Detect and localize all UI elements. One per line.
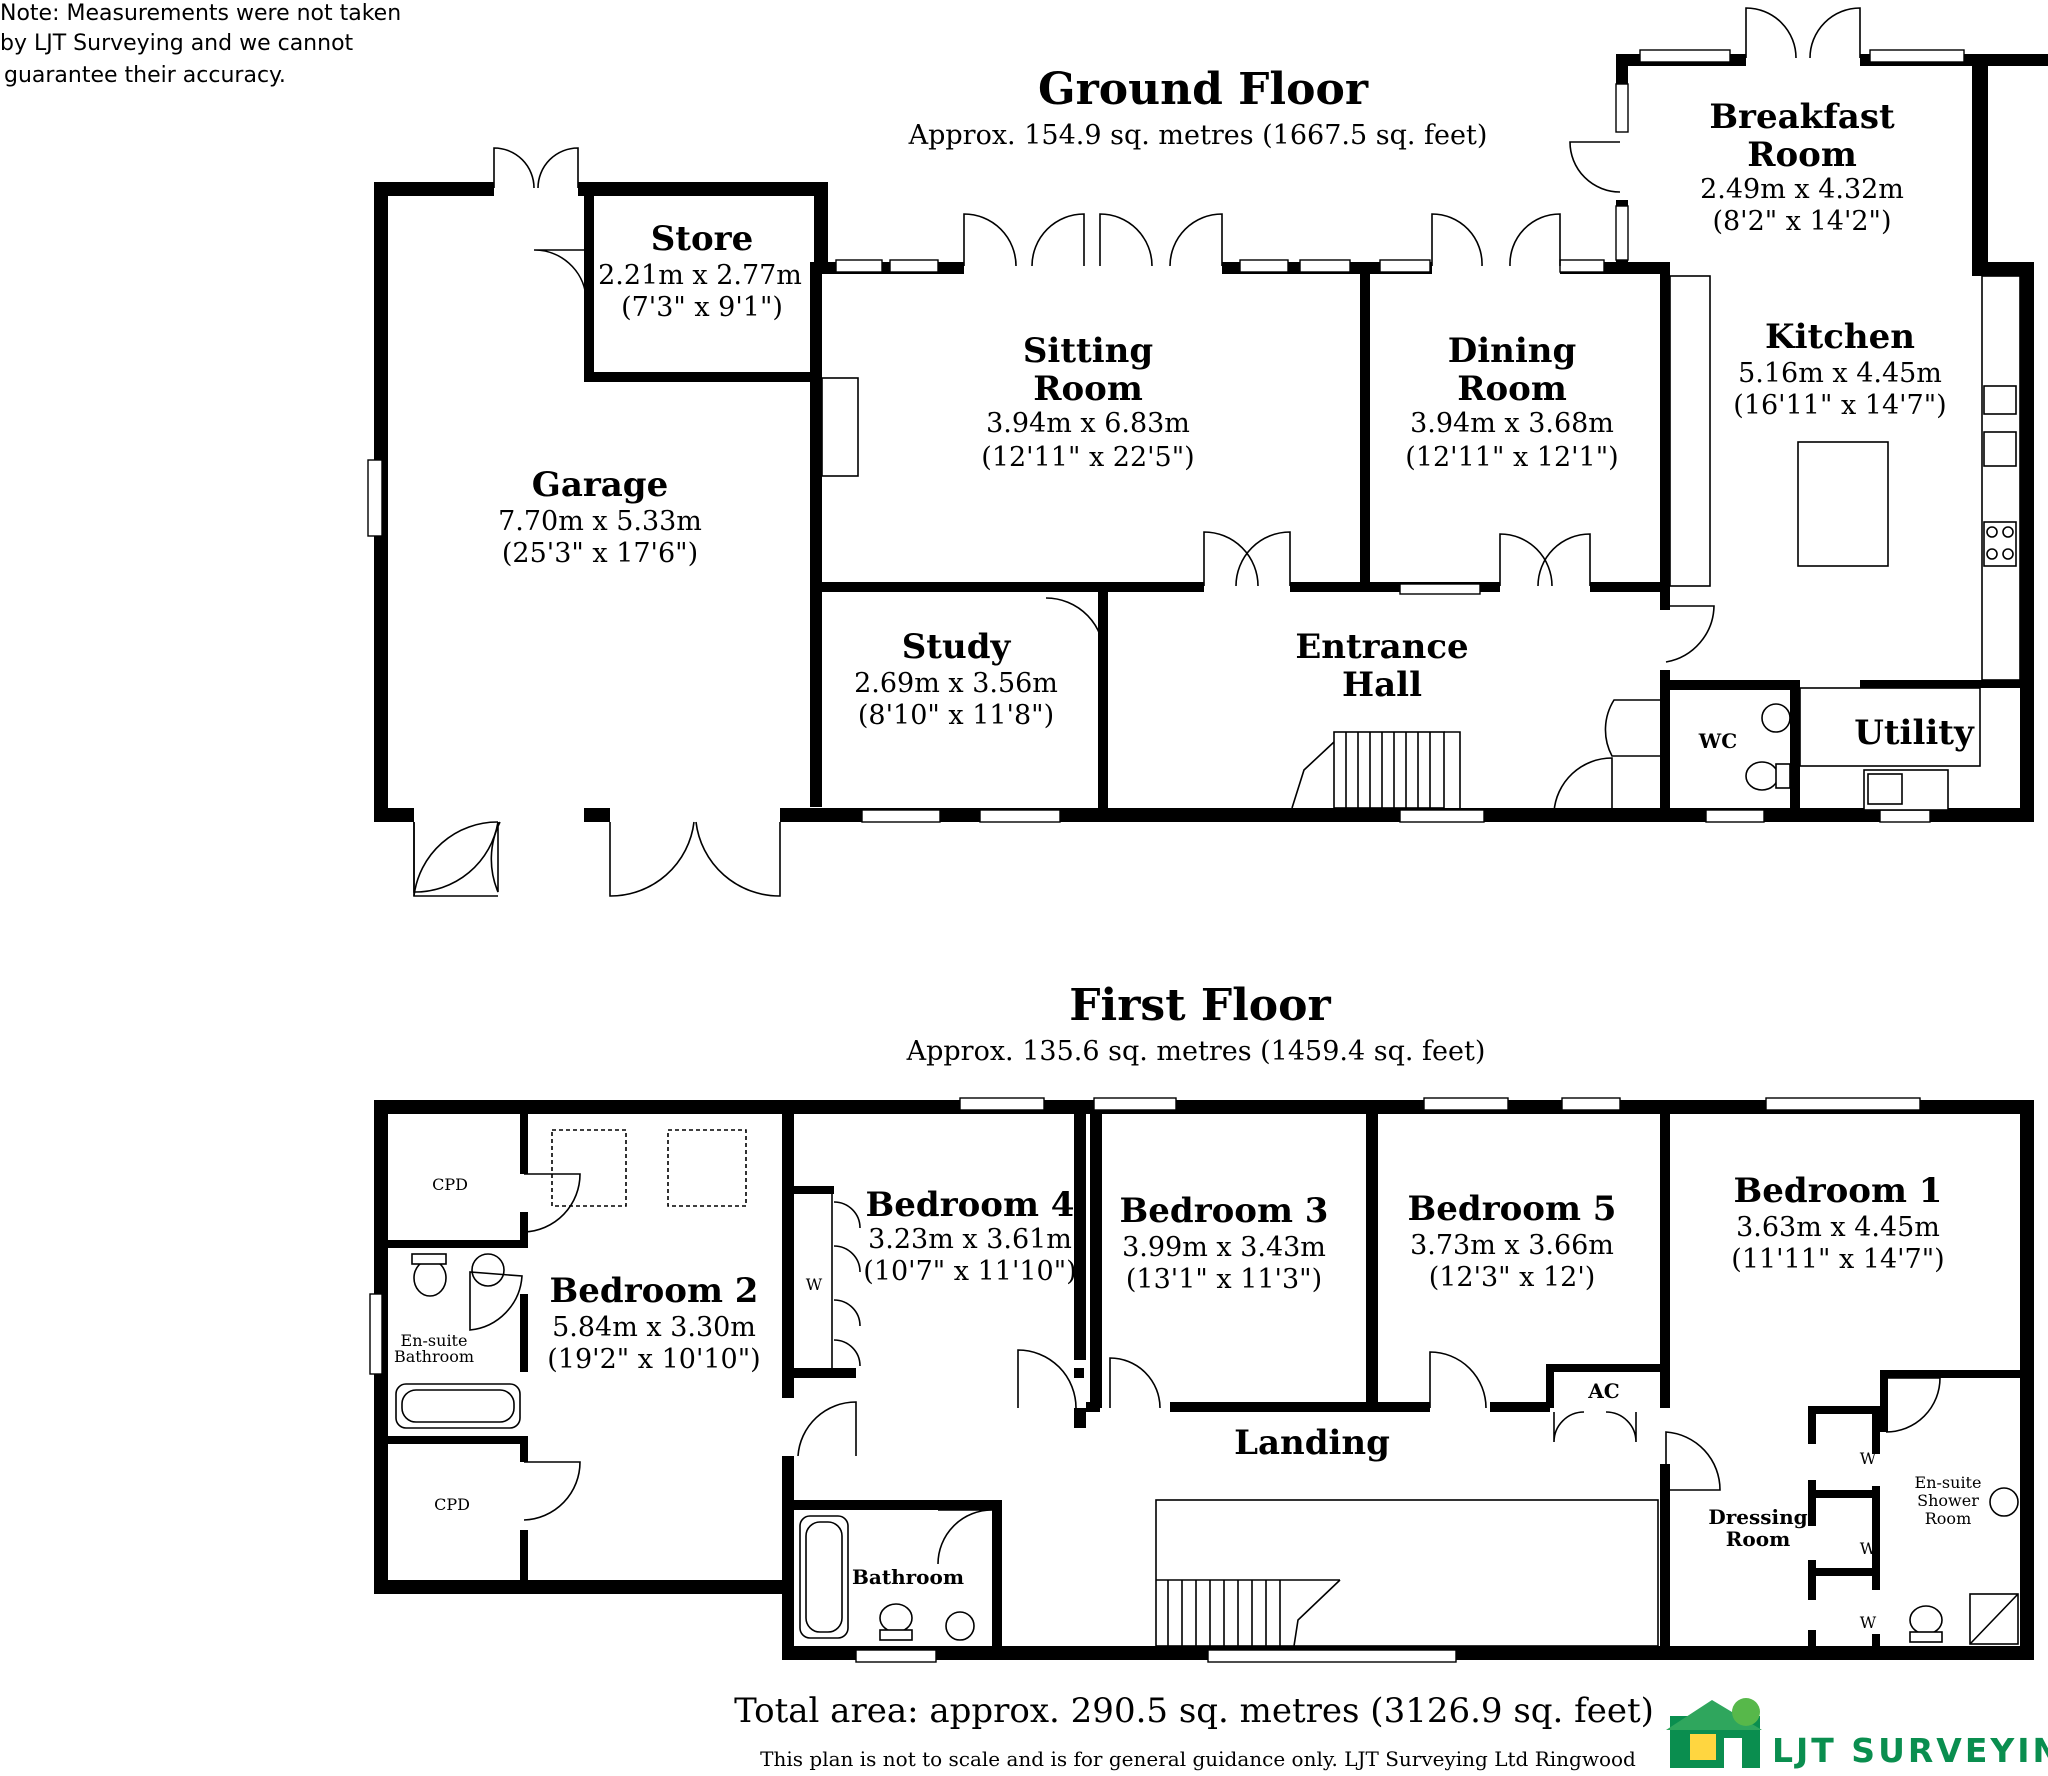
study-imperial: (8'10" x 11'8") xyxy=(858,700,1054,731)
breakfast-metric: 2.49m x 4.32m xyxy=(1700,174,1904,205)
room-bedroom-4: Bedroom 4 3.23m x 3.61m (10'7" x 11'10") xyxy=(863,1185,1076,1287)
landing-label: Landing xyxy=(1234,1423,1390,1463)
ensuite-bath-label-2: Bathroom xyxy=(394,1347,474,1366)
first-floor-area: Approx. 135.6 sq. metres (1459.4 sq. fee… xyxy=(906,1036,1486,1067)
dressing-label-2: Room xyxy=(1726,1527,1790,1551)
cpd-bottom-label: CPD xyxy=(434,1495,470,1514)
bed3-name: Bedroom 3 xyxy=(1120,1191,1329,1231)
ground-floor-fixtures xyxy=(821,275,2021,811)
sitting-imperial: (12'11" x 22'5") xyxy=(981,442,1194,473)
study-metric: 2.69m x 3.56m xyxy=(854,668,1058,699)
room-entrance-hall: Entrance Hall xyxy=(1295,627,1468,705)
garage-metric: 7.70m x 5.33m xyxy=(498,506,702,537)
store-metric: 2.21m x 2.77m xyxy=(598,260,802,291)
room-bedroom-3: Bedroom 3 3.99m x 3.43m (13'1" x 11'3") xyxy=(1120,1191,1329,1295)
breakfast-imperial: (8'2" x 14'2") xyxy=(1712,206,1891,237)
note-line-3: guarantee their accuracy. xyxy=(4,63,286,88)
bathroom-label: Bathroom xyxy=(852,1565,964,1589)
room-study: Study 2.69m x 3.56m (8'10" x 11'8") xyxy=(854,627,1058,731)
house-logo-icon xyxy=(1666,1698,1762,1768)
bed5-name: Bedroom 5 xyxy=(1408,1189,1617,1229)
breakfast-name-1: Breakfast xyxy=(1709,97,1895,137)
first-floor-fixtures xyxy=(395,1129,2019,1647)
bed4-imperial: (10'7" x 11'10") xyxy=(863,1256,1076,1287)
hall-name-1: Entrance xyxy=(1295,627,1468,667)
ensuite-shower-label-3: Room xyxy=(1925,1509,1971,1528)
kitchen-imperial: (16'11" x 14'7") xyxy=(1733,390,1946,421)
bed1-imperial: (11'11" x 14'7") xyxy=(1731,1244,1944,1275)
study-name: Study xyxy=(902,627,1012,667)
bed1-metric: 3.63m x 4.45m xyxy=(1736,1212,1940,1243)
sitting-name-1: Sitting xyxy=(1023,331,1153,371)
wardrobe-label-3: W xyxy=(1860,1613,1877,1632)
bed5-metric: 3.73m x 3.66m xyxy=(1410,1230,1614,1261)
room-garage: Garage 7.70m x 5.33m (25'3" x 17'6") xyxy=(498,465,702,569)
garage-name: Garage xyxy=(532,465,668,505)
utility-label: Utility xyxy=(1854,713,1975,753)
ground-floor-area: Approx. 154.9 sq. metres (1667.5 sq. fee… xyxy=(908,120,1488,151)
dressing-label-1: Dressing xyxy=(1708,1505,1807,1529)
ensuite-shower-label-1: En-suite xyxy=(1915,1473,1982,1492)
ground-floor-doors xyxy=(413,7,1861,897)
bed3-metric: 3.99m x 3.43m xyxy=(1122,1232,1326,1263)
bed4-name: Bedroom 4 xyxy=(866,1185,1075,1225)
disclaimer: This plan is not to scale and is for gen… xyxy=(760,1747,1636,1771)
kitchen-name: Kitchen xyxy=(1765,317,1915,357)
bed2-name: Bedroom 2 xyxy=(550,1271,759,1311)
bed4-metric: 3.23m x 3.61m xyxy=(868,1224,1072,1255)
bed5-imperial: (12'3" x 12') xyxy=(1429,1262,1596,1293)
dining-imperial: (12'11" x 12'1") xyxy=(1405,442,1618,473)
bed1-name: Bedroom 1 xyxy=(1734,1171,1943,1211)
bed3-imperial: (13'1" x 11'3") xyxy=(1126,1264,1322,1295)
hall-name-2: Hall xyxy=(1342,665,1422,705)
note-line-1: Note: Measurements were not taken xyxy=(0,1,401,26)
first-floor-windows xyxy=(369,1097,1921,1663)
room-store: Store 2.21m x 2.77m (7'3" x 9'1") xyxy=(598,219,802,323)
bed2-metric: 5.84m x 3.30m xyxy=(552,1312,756,1343)
note-line-2: by LJT Surveying and we cannot xyxy=(0,31,354,56)
first-floor-title: First Floor xyxy=(1069,980,1331,1031)
ensuite-bath-label-1: En-suite xyxy=(401,1331,468,1350)
room-bedroom-2: Bedroom 2 5.84m x 3.30m (19'2" x 10'10") xyxy=(547,1271,760,1375)
ac-label: AC xyxy=(1587,1379,1619,1403)
sitting-metric: 3.94m x 6.83m xyxy=(986,408,1190,439)
dining-name-1: Dining xyxy=(1448,331,1577,371)
room-bedroom-5: Bedroom 5 3.73m x 3.66m (12'3" x 12') xyxy=(1408,1189,1617,1293)
total-area: Total area: approx. 290.5 sq. metres (31… xyxy=(734,1691,1654,1731)
first-floor-doors xyxy=(469,1173,1941,1565)
logo-text: LJT SURVEYING xyxy=(1772,1731,2048,1770)
ground-floor-windows xyxy=(367,49,1965,823)
dining-metric: 3.94m x 3.68m xyxy=(1410,408,1614,439)
dining-name-2: Room xyxy=(1457,369,1567,409)
store-imperial: (7'3" x 9'1") xyxy=(621,292,783,323)
ground-floor-title: Ground Floor xyxy=(1038,64,1369,115)
garage-imperial: (25'3" x 17'6") xyxy=(502,538,698,569)
sitting-name-2: Room xyxy=(1033,369,1143,409)
room-bedroom-1: Bedroom 1 3.63m x 4.45m (11'11" x 14'7") xyxy=(1731,1171,1944,1275)
wc-label: WC xyxy=(1698,729,1737,753)
store-name: Store xyxy=(651,219,753,259)
room-breakfast: Breakfast Room 2.49m x 4.32m (8'2" x 14'… xyxy=(1700,97,1904,237)
ensuite-shower-label-2: Shower xyxy=(1917,1491,1979,1510)
room-sitting: Sitting Room 3.94m x 6.83m (12'11" x 22'… xyxy=(981,331,1194,473)
room-dining: Dining Room 3.94m x 3.68m (12'11" x 12'1… xyxy=(1405,331,1618,473)
room-kitchen: Kitchen 5.16m x 4.45m (16'11" x 14'7") xyxy=(1733,317,1946,421)
wardrobe-label-bed4: W xyxy=(806,1275,823,1294)
kitchen-metric: 5.16m x 4.45m xyxy=(1738,358,1942,389)
wardrobe-label-1: W xyxy=(1860,1449,1877,1468)
breakfast-name-2: Room xyxy=(1747,135,1857,175)
wardrobe-label-2: W xyxy=(1860,1539,1877,1558)
cpd-top-label: CPD xyxy=(432,1175,468,1194)
bed2-imperial: (19'2" x 10'10") xyxy=(547,1344,760,1375)
